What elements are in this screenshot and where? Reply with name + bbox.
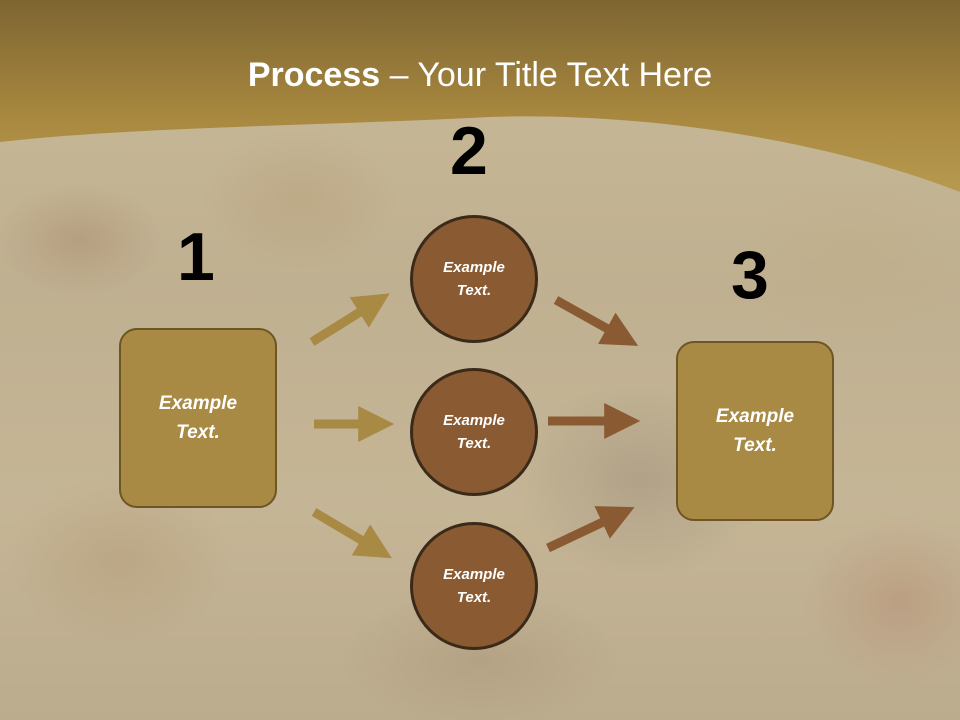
slide-title: Process – Your Title Text Here	[0, 54, 960, 96]
arrow-bottom-to-right	[546, 506, 635, 553]
step-number-2: 2	[450, 113, 488, 189]
left-text-box[interactable]: Example Text.	[119, 328, 277, 508]
circle-top-label: Example Text.	[443, 259, 505, 299]
step-number-3: 3	[731, 237, 769, 313]
arrow-left-to-bottom	[311, 508, 392, 559]
circle-middle[interactable]: Example Text.	[410, 368, 538, 496]
circle-bottom[interactable]: Example Text.	[410, 522, 538, 650]
arrow-top-to-right	[553, 296, 639, 346]
circle-middle-label: Example Text.	[443, 412, 505, 452]
right-text-box[interactable]: Example Text.	[676, 341, 834, 521]
arrow-left-to-top	[309, 293, 390, 346]
circle-bottom-label: Example Text.	[443, 566, 505, 606]
title-rest: – Your Title Text Here	[380, 56, 713, 94]
title-bold: Process	[247, 56, 381, 94]
header-banner	[0, 0, 960, 192]
step-number-1: 1	[177, 219, 215, 295]
right-box-label: Example Text.	[715, 406, 795, 456]
left-box-label: Example Text.	[158, 393, 238, 443]
circle-top[interactable]: Example Text.	[410, 215, 538, 343]
